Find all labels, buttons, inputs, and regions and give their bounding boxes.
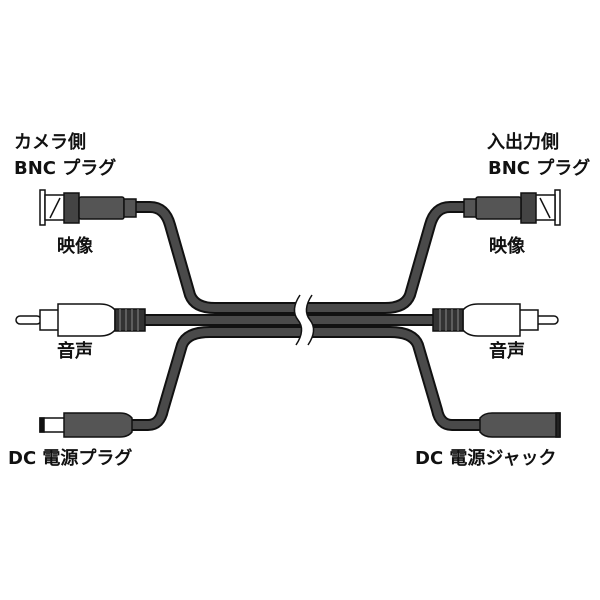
cable-break-mark xyxy=(293,294,315,346)
left-dc-label: DC 電源プラグ xyxy=(8,448,133,469)
left-side-label: カメラ側 xyxy=(14,132,86,153)
right-audio-label: 音声 xyxy=(489,341,525,362)
right-dc-jack xyxy=(479,412,561,438)
left-dc-plug xyxy=(39,412,133,438)
left-rca-plug xyxy=(15,303,146,337)
right-rca-plug xyxy=(432,303,559,337)
left-bnc-label: BNC プラグ xyxy=(14,158,117,179)
right-side-label: 入出力側 xyxy=(487,132,559,153)
right-dc-label: DC 電源ジャック xyxy=(415,448,557,469)
left-bnc-plug xyxy=(39,189,137,226)
video-cable xyxy=(135,201,465,314)
right-bnc-label: BNC プラグ xyxy=(488,158,591,179)
right-video-label: 映像 xyxy=(489,236,525,257)
left-video-label: 映像 xyxy=(57,236,93,257)
left-audio-label: 音声 xyxy=(57,341,93,362)
right-bnc-plug xyxy=(463,189,561,226)
